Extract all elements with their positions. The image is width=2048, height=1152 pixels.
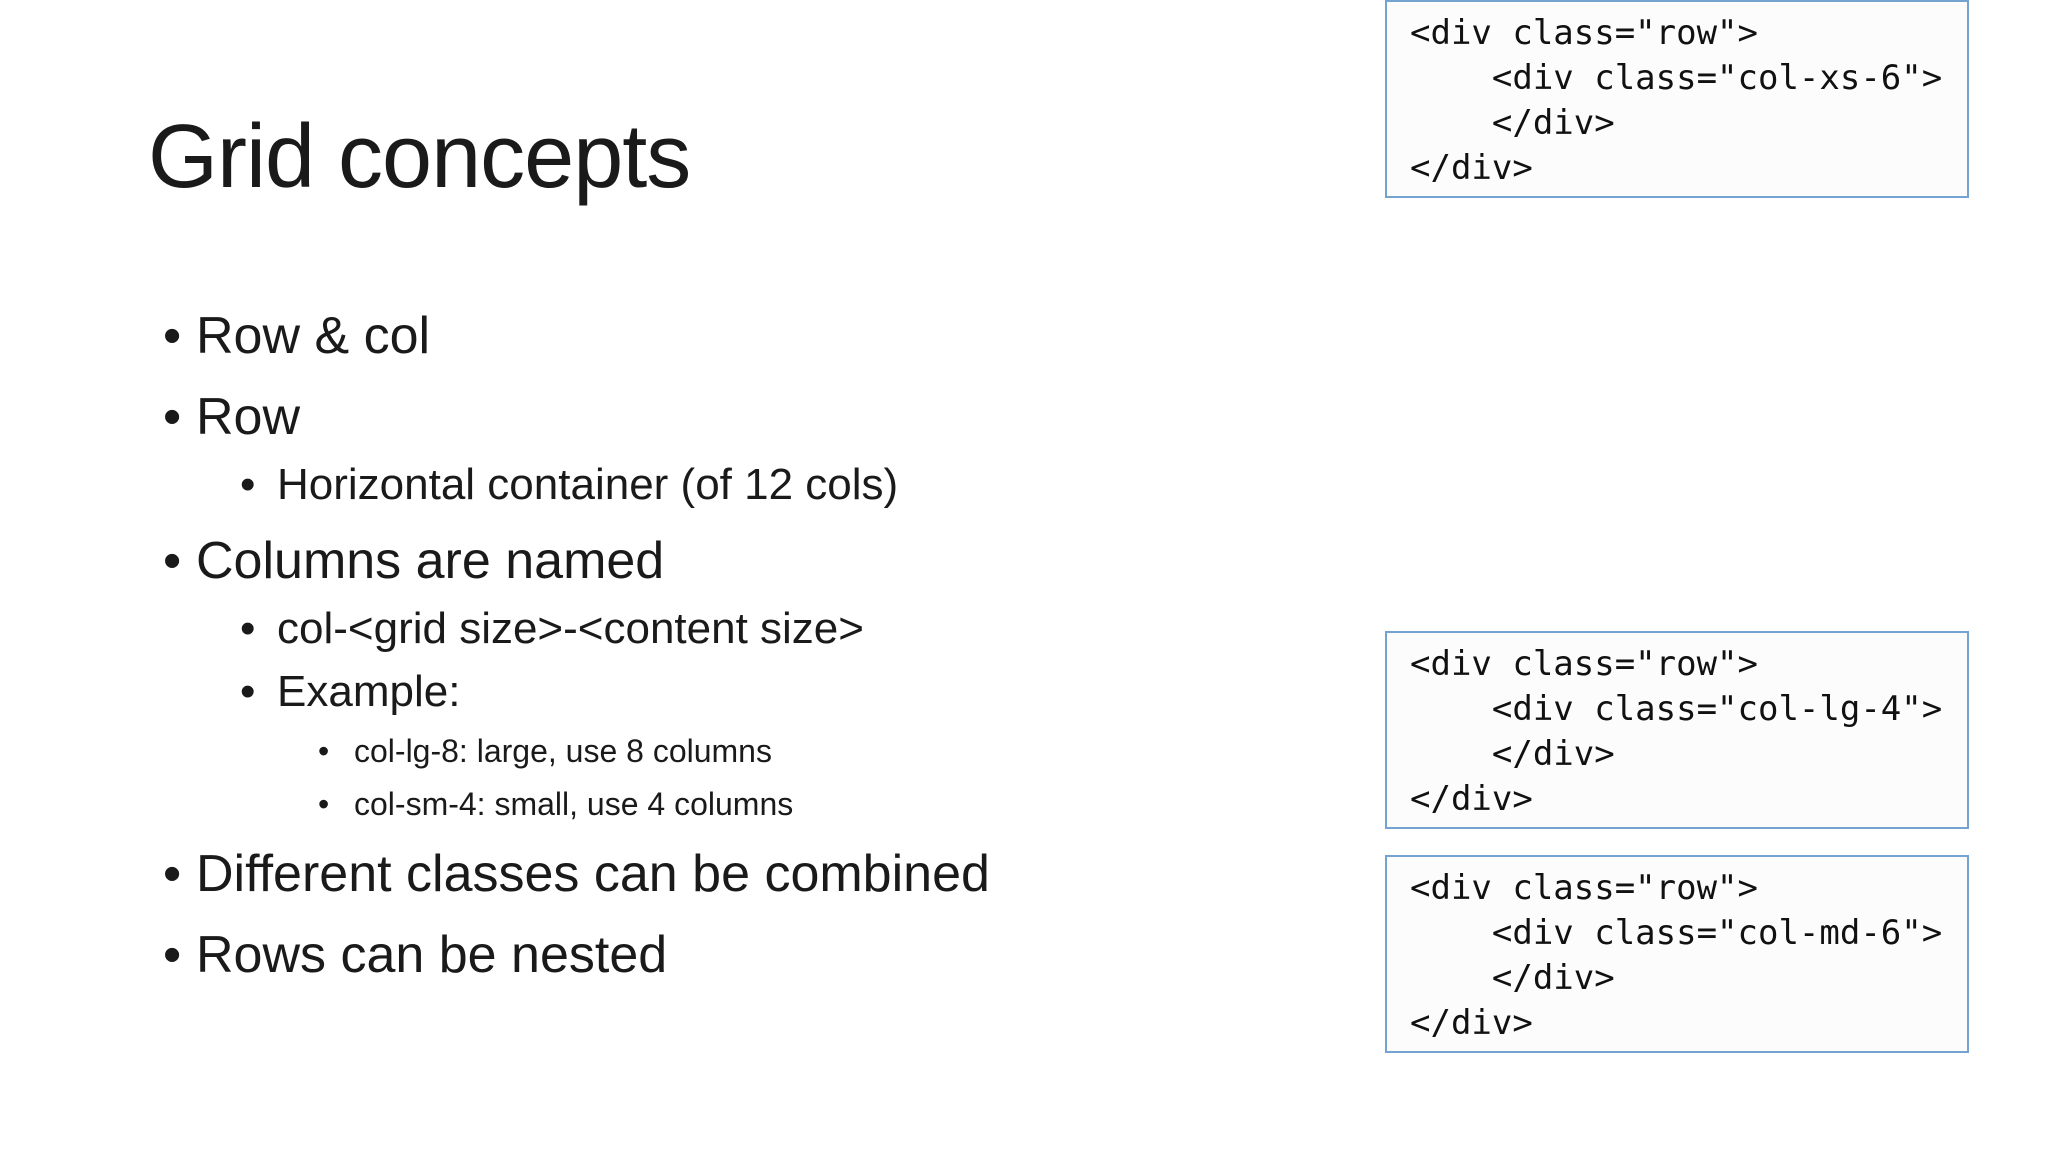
- code-line: <div class="col-md-6">: [1410, 913, 1943, 953]
- code-line: </div>: [1410, 734, 1615, 774]
- code-line: <div class="row">: [1410, 868, 1758, 908]
- slide-title: Grid concepts: [148, 107, 691, 207]
- bullet-text: Example:: [277, 667, 461, 716]
- bullet-item: •Row & col: [155, 303, 1185, 369]
- code-line: </div>: [1410, 779, 1533, 819]
- code-line: <div class="col-xs-6">: [1410, 58, 1943, 98]
- bullet-marker: •: [163, 307, 182, 365]
- bullet-text: Row: [196, 388, 301, 446]
- bullet-marker: •: [240, 604, 256, 653]
- bullet-marker: •: [163, 388, 182, 446]
- bullet-text: Different classes can be combined: [196, 845, 990, 903]
- code-line: <div class="row">: [1410, 13, 1758, 53]
- code-line: </div>: [1410, 1003, 1533, 1043]
- bullet-list: •Row & col•Row•Horizontal container (of …: [155, 303, 1185, 988]
- bullet-text: Horizontal container (of 12 cols): [277, 460, 899, 509]
- bullet-marker: •: [240, 667, 256, 716]
- bullet-marker: •: [240, 460, 256, 509]
- bullet-marker: •: [318, 786, 330, 822]
- bullet-item: •Rows can be nested: [155, 922, 1185, 988]
- bullet-item: •Different classes can be combined: [155, 841, 1185, 907]
- bullet-text: Columns are named: [196, 532, 665, 590]
- code-line: </div>: [1410, 958, 1615, 998]
- bullet-text: col-sm-4: small, use 4 columns: [354, 786, 794, 822]
- bullet-text: col-<grid size>-<content size>: [277, 604, 864, 653]
- code-example-box: <div class="row"> <div class="col-md-6">…: [1385, 855, 1969, 1053]
- code-line: <div class="row">: [1410, 644, 1758, 684]
- code-example-box: <div class="row"> <div class="col-lg-4">…: [1385, 631, 1969, 829]
- bullet-item: • col-<grid size>-<content size>: [155, 601, 1185, 657]
- bullet-marker: •: [163, 926, 182, 984]
- code-line: </div>: [1410, 148, 1533, 188]
- bullet-item: • Horizontal container (of 12 cols): [155, 457, 1185, 513]
- bullet-item: •Columns are named: [155, 528, 1185, 594]
- code-line: </div>: [1410, 103, 1615, 143]
- bullet-item: • Example:: [155, 664, 1185, 720]
- code-example-box: <div class="row"> <div class="col-xs-6">…: [1385, 0, 1969, 198]
- bullet-marker: •: [318, 733, 330, 769]
- bullet-marker: •: [163, 532, 182, 590]
- bullet-item: • col-sm-4: small, use 4 columns: [155, 782, 1185, 826]
- bullet-text: Rows can be nested: [196, 926, 668, 984]
- code-line: <div class="col-lg-4">: [1410, 689, 1943, 729]
- bullet-item: •Row: [155, 384, 1185, 450]
- bullet-marker: •: [163, 845, 182, 903]
- bullet-text: Row & col: [196, 307, 431, 365]
- bullet-text: col-lg-8: large, use 8 columns: [354, 733, 772, 769]
- bullet-item: • col-lg-8: large, use 8 columns: [155, 729, 1185, 773]
